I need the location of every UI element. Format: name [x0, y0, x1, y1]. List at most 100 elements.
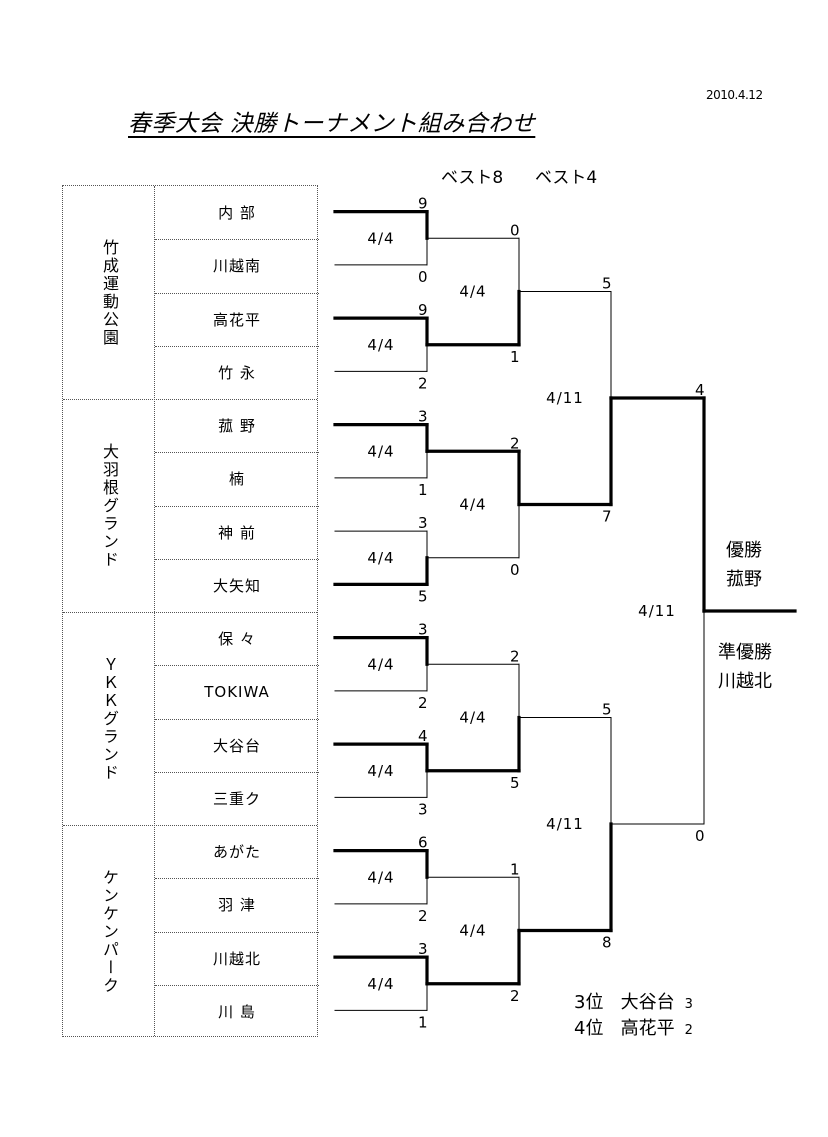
team-name: 保 々 — [218, 630, 256, 649]
place-rank: 3位 — [574, 992, 604, 1013]
match-date: 4/4 — [459, 709, 486, 727]
match-date: 4/4 — [459, 496, 486, 514]
score-label: 9 — [418, 301, 428, 319]
runner-up-team: 川越北 — [718, 671, 772, 692]
team-name: 楠 — [228, 470, 245, 489]
score-label: 2 — [418, 374, 428, 392]
match-date: 4/4 — [367, 229, 394, 247]
venue-divider — [63, 399, 317, 400]
score-label: 1 — [510, 860, 520, 878]
team-name: 高花平 — [212, 310, 261, 329]
score-label: 5 — [602, 701, 612, 719]
team-name: 大谷台 — [212, 736, 261, 755]
place-score: 2 — [684, 1023, 693, 1038]
score-label: 3 — [418, 621, 428, 639]
team-divider — [155, 878, 319, 880]
score-label: 3 — [418, 940, 428, 958]
team-name: 羽 津 — [218, 896, 256, 915]
place-score: 3 — [684, 997, 693, 1012]
score-label: 6 — [418, 834, 428, 852]
venue-name: ＹＫＫグランド — [100, 655, 119, 782]
score-label: 0 — [510, 221, 520, 239]
match-date: 4/4 — [459, 283, 486, 301]
score-label: 9 — [418, 195, 428, 213]
round-label-best8: ベスト8 — [441, 168, 504, 188]
score-label: 0 — [695, 827, 705, 845]
round-label-best4: ベスト4 — [535, 168, 598, 188]
team-divider — [155, 558, 319, 560]
score-label: 2 — [418, 907, 428, 925]
score-label: 2 — [510, 647, 520, 665]
team-name: 神 前 — [218, 523, 256, 542]
score-label: 4 — [695, 381, 705, 399]
score-label: 5 — [418, 587, 428, 605]
match-date: 4/4 — [367, 655, 394, 673]
team-name: あがた — [212, 843, 261, 862]
venue-name: ケンケンパーク — [100, 868, 119, 995]
match-date: 4/4 — [367, 868, 394, 886]
score-label: 3 — [418, 408, 428, 426]
team-name: TOKIWA — [204, 682, 270, 701]
venue-name: 竹成運動公園 — [100, 238, 119, 347]
team-divider — [155, 718, 319, 720]
champion-block: 優勝 菰野 — [726, 536, 762, 594]
team-divider — [155, 771, 319, 773]
score-label: 0 — [510, 561, 520, 579]
score-label: 1 — [418, 1013, 428, 1031]
team-divider — [155, 665, 319, 667]
venue-name: 大羽根グランド — [100, 442, 119, 569]
match-date: 4/4 — [367, 762, 394, 780]
match-date: 4/4 — [367, 442, 394, 460]
team-divider — [155, 931, 319, 933]
match-date: 4/4 — [367, 975, 394, 993]
score-label: 0 — [418, 268, 428, 286]
runner-up-block: 準優勝 川越北 — [718, 638, 772, 696]
team-name: 川 島 — [218, 1002, 256, 1021]
team-divider — [155, 345, 319, 347]
team-divider — [155, 239, 319, 241]
match-date: 4/11 — [638, 602, 676, 620]
match-date: 4/11 — [546, 389, 584, 407]
score-label: 3 — [418, 514, 428, 532]
match-date: 4/4 — [459, 922, 486, 940]
team-name: 大矢知 — [212, 576, 261, 595]
team-divider — [155, 505, 319, 507]
runner-up-label: 準優勝 — [718, 642, 772, 663]
place-team: 高花平 — [620, 1018, 675, 1039]
place-rank: 4位 — [574, 1018, 604, 1039]
team-divider — [155, 984, 319, 986]
score-label: 3 — [418, 800, 428, 818]
match-date: 4/4 — [367, 549, 394, 567]
team-divider — [155, 292, 319, 294]
score-label: 1 — [418, 481, 428, 499]
score-label: 2 — [510, 987, 520, 1005]
score-label: 7 — [602, 508, 612, 526]
venue-divider — [63, 825, 317, 826]
date: 2010.4.12 — [706, 88, 763, 102]
score-label: 1 — [510, 348, 520, 366]
match-date: 4/4 — [367, 336, 394, 354]
score-label: 2 — [510, 434, 520, 452]
team-name: 竹 永 — [218, 363, 256, 382]
table-column-divider — [154, 186, 155, 1036]
team-name: 内 部 — [218, 204, 256, 223]
place-team: 大谷台 — [620, 992, 675, 1013]
team-name: 菰 野 — [218, 417, 256, 436]
venue-divider — [63, 612, 317, 613]
score-label: 8 — [602, 934, 612, 952]
venue-team-table: 竹成運動公園 内 部川越南高花平竹 永大羽根グランド 菰 野楠神 前大矢知 ＹＫＫグラ… — [62, 185, 319, 1037]
match-date: 4/11 — [546, 815, 584, 833]
champion-label: 優勝 — [726, 540, 762, 561]
score-label: 5 — [510, 774, 520, 792]
team-divider — [155, 452, 319, 454]
team-name: 三重ク — [212, 789, 261, 808]
page-title: 春季大会 決勝トーナメント組み合わせ — [128, 111, 536, 137]
fourth-place: 4位 高花平 2 — [574, 1014, 693, 1040]
score-label: 5 — [602, 275, 612, 293]
third-place: 3位 大谷台 3 — [574, 988, 693, 1014]
team-name: 川越南 — [212, 257, 261, 276]
score-label: 2 — [418, 694, 428, 712]
score-label: 4 — [418, 727, 428, 745]
team-name: 川越北 — [212, 949, 261, 968]
